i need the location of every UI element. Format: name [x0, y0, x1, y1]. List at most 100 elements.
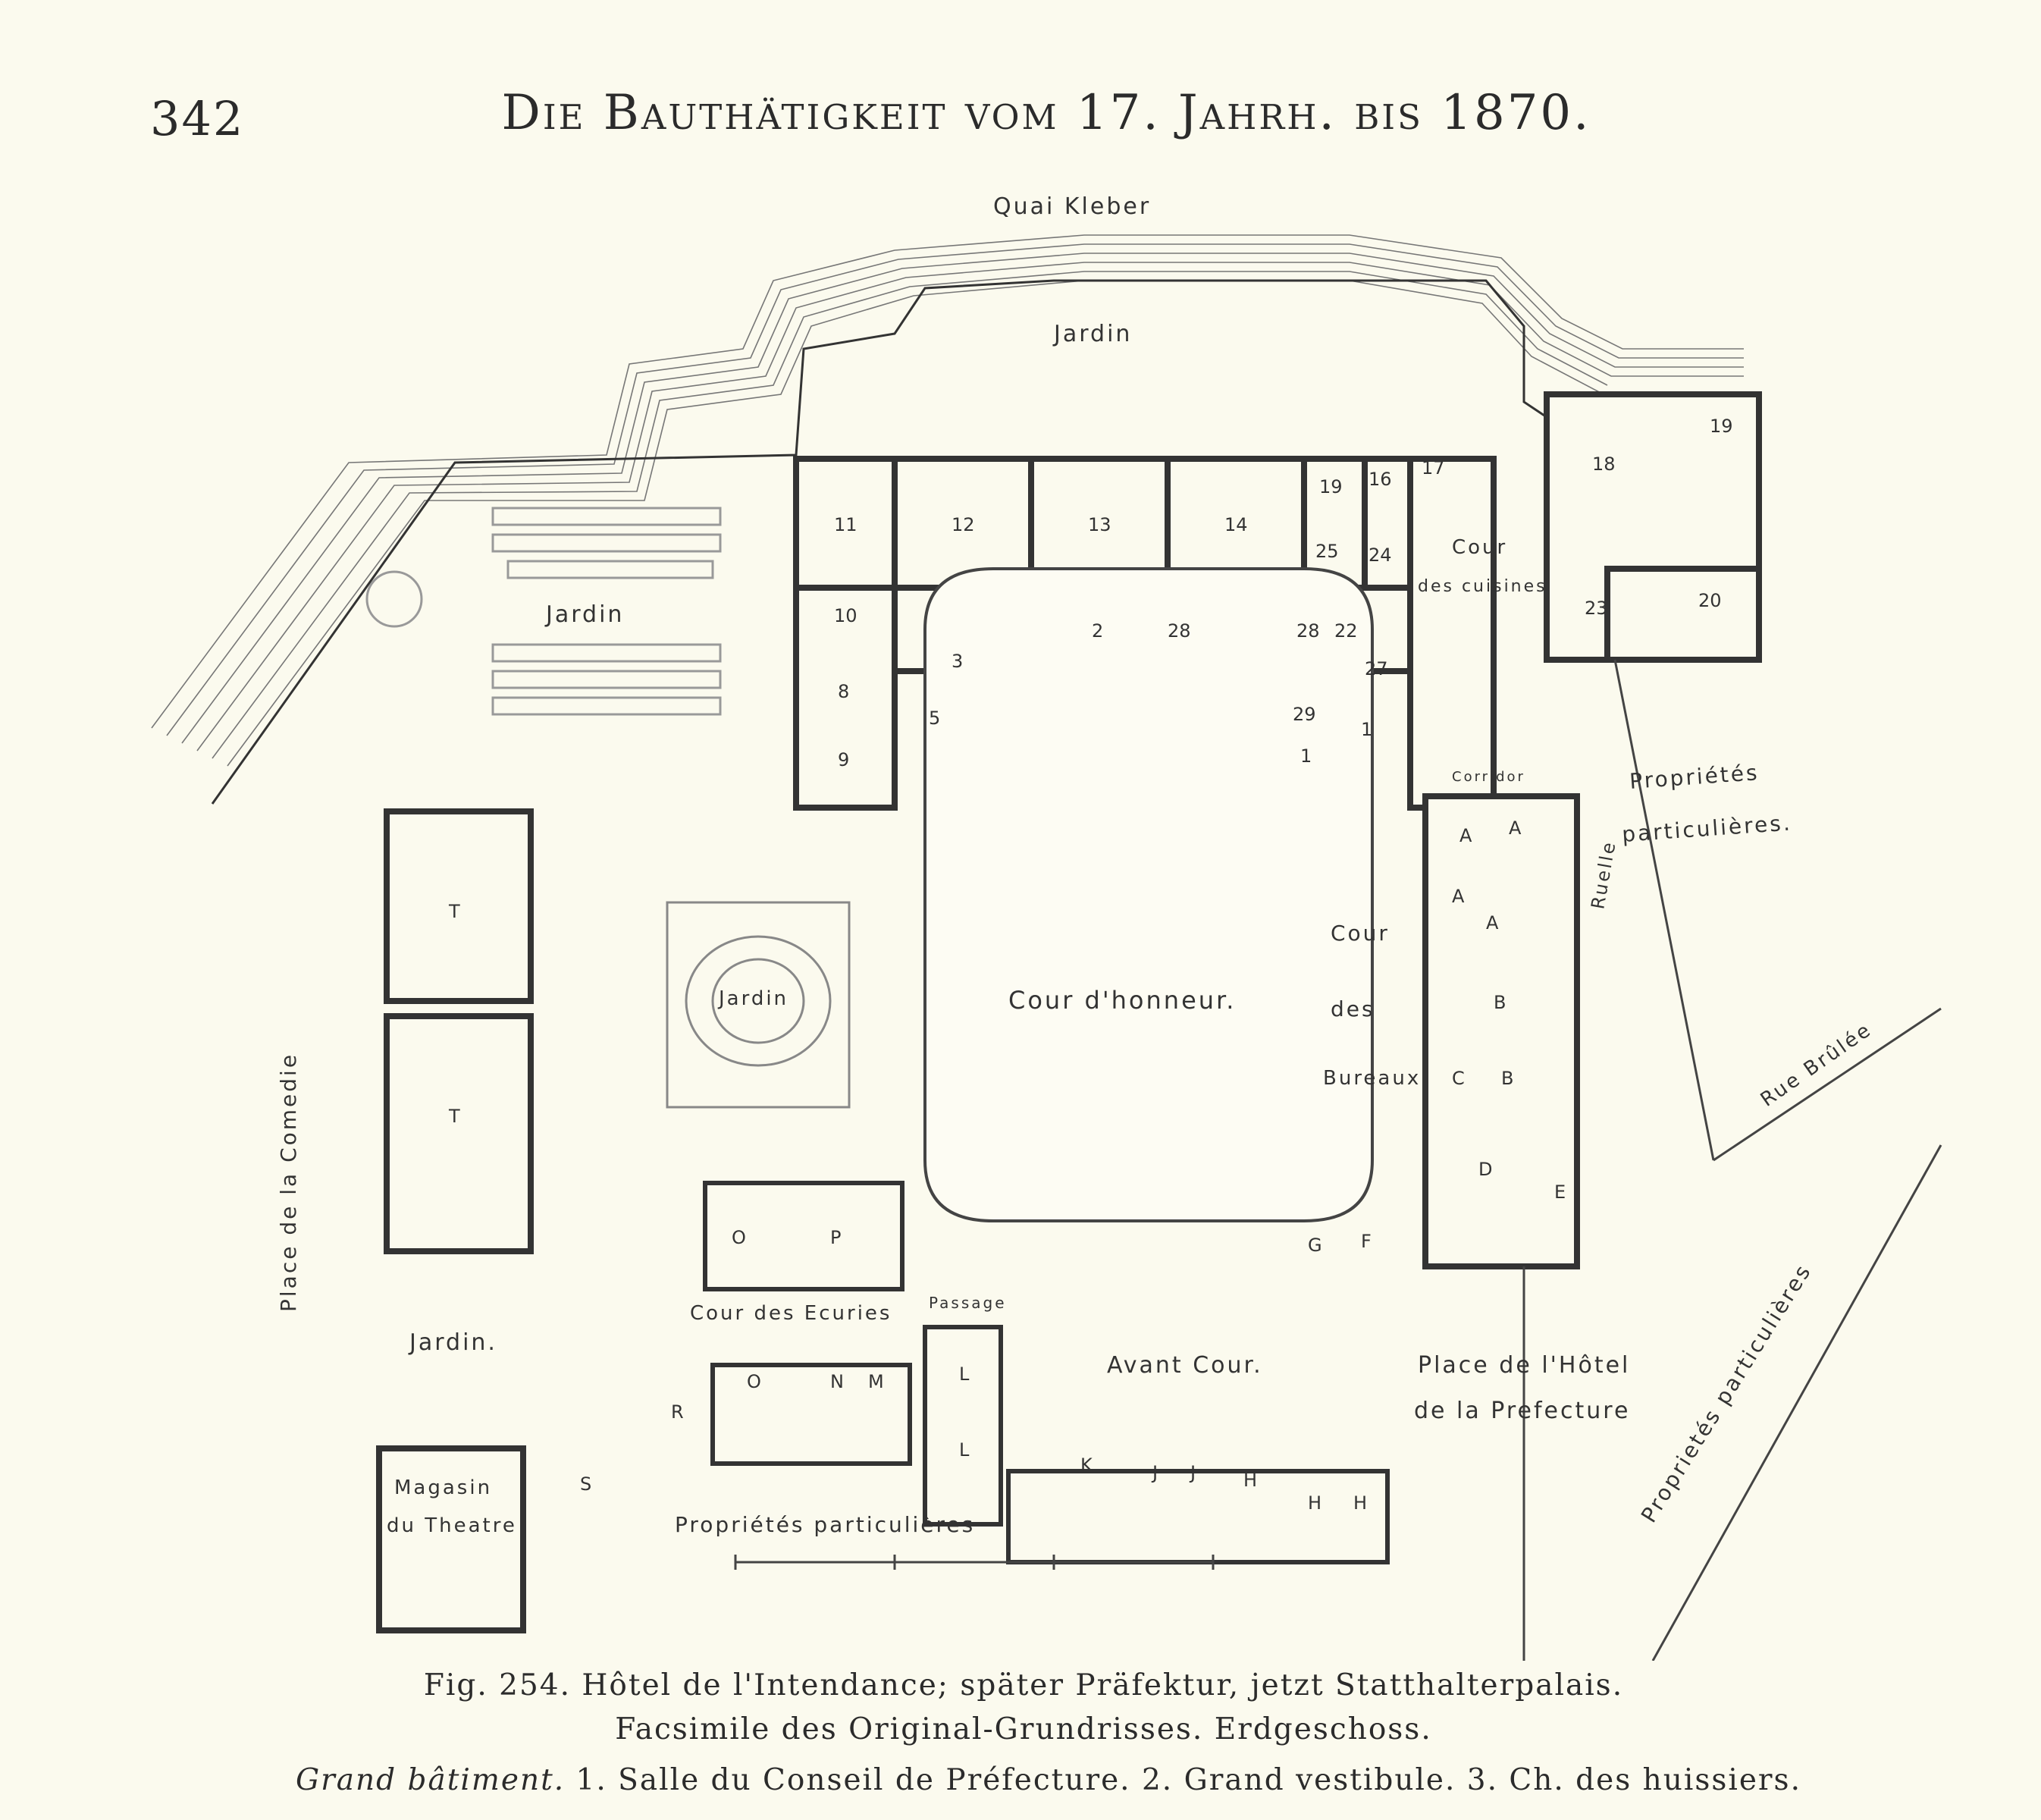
- label-proprietes-right-1: Propriétés: [1629, 760, 1760, 794]
- site-outline: [211, 279, 1547, 805]
- room-C: C: [1452, 1068, 1465, 1089]
- room-B1: B: [1494, 992, 1506, 1013]
- room-19a: 19: [1319, 476, 1343, 497]
- room-25: 25: [1315, 541, 1339, 562]
- cour-honneur-outline: [923, 567, 1374, 1222]
- room-A3: A: [1452, 886, 1465, 907]
- room-A4: A: [1486, 912, 1499, 934]
- figure-subcaption: Facsimile des Original-Grundrisses. Erdg…: [615, 1712, 1432, 1746]
- room-9: 9: [838, 749, 849, 770]
- room-L2: L: [959, 1439, 970, 1461]
- room-O2: O: [747, 1371, 761, 1392]
- label-corridor: Corridor: [1452, 769, 1525, 785]
- room-B2: B: [1501, 1068, 1513, 1089]
- room-H2: H: [1308, 1492, 1321, 1514]
- label-cour-bureaux-2: des: [1331, 996, 1375, 1021]
- room-G: G: [1308, 1235, 1322, 1256]
- room-E: E: [1554, 1181, 1566, 1203]
- room-S: S: [580, 1473, 591, 1495]
- room-17: 17: [1422, 457, 1445, 479]
- label-place-comedie: Place de la Comedie: [276, 1053, 301, 1312]
- legend-heading: Grand bâtiment.: [296, 1763, 566, 1797]
- garden-beds: [365, 507, 722, 716]
- room-H1: H: [1243, 1470, 1257, 1491]
- parterre-garden: [666, 901, 851, 1109]
- room-22: 22: [1334, 620, 1358, 642]
- room-P: P: [830, 1227, 841, 1248]
- label-place-hotel-1: Place de l'Hôtel: [1418, 1352, 1630, 1379]
- label-magasin-1: Magasin: [394, 1476, 492, 1499]
- label-jardin-top: Jardin: [1052, 321, 1132, 347]
- label-cour-bureaux-3: Bureaux: [1323, 1067, 1421, 1090]
- room-3: 3: [952, 651, 963, 672]
- label-jardin-lower: Jardin.: [408, 1329, 497, 1356]
- label-proprietes-diagonal: Proprietés particulières: [1636, 1259, 1817, 1527]
- room-K: K: [1080, 1454, 1093, 1476]
- quay-embankment: [151, 234, 1744, 767]
- floor-plan: Quai Kleber Jardin Jardin Jardin Jardin.…: [136, 174, 1971, 1661]
- room-numbers: 11 12 13 14 19 16 17 18 19 23 20 25 24 1…: [834, 416, 1733, 770]
- scale-bar: [734, 1555, 1215, 1570]
- stables-wing: [703, 1181, 1390, 1564]
- label-cour-bureaux-1: Cour: [1331, 921, 1390, 946]
- room-27: 27: [1365, 658, 1388, 679]
- room-letters: T T A A A A B B C D E O P O N M R L L S …: [448, 817, 1566, 1514]
- room-16: 16: [1369, 469, 1392, 490]
- label-quai-kleber: Quai Kleber: [993, 193, 1151, 220]
- room-H3: H: [1353, 1492, 1367, 1514]
- legend-items: 1. Salle du Conseil de Préfecture. 2. Gr…: [575, 1763, 1801, 1797]
- label-cour-cuisines-1: Cour: [1452, 536, 1507, 559]
- bureaux-wing: [1422, 793, 1580, 1269]
- label-proprietes-right-2: particulières.: [1621, 810, 1793, 847]
- street-lines: [1522, 659, 1942, 1661]
- legend-line: Grand bâtiment. 1. Salle du Conseil de P…: [296, 1763, 2002, 1797]
- room-28b: 28: [1296, 620, 1320, 642]
- floor-plan-drawing: Quai Kleber Jardin Jardin Jardin Jardin.…: [151, 193, 1942, 1661]
- room-23: 23: [1585, 598, 1608, 619]
- room-A1: A: [1459, 825, 1472, 846]
- room-29: 29: [1293, 704, 1316, 725]
- label-place-hotel-2: de la Prefecture: [1414, 1398, 1630, 1424]
- room-8: 8: [838, 681, 849, 702]
- room-1b: 1: [1300, 745, 1312, 767]
- label-cour-honneur: Cour d'honneur.: [1008, 986, 1236, 1015]
- room-14: 14: [1224, 514, 1248, 535]
- room-J2: J: [1189, 1462, 1196, 1483]
- kitchen-wing: [1544, 391, 1762, 663]
- room-28a: 28: [1168, 620, 1191, 642]
- room-R: R: [671, 1401, 684, 1423]
- room-13: 13: [1088, 514, 1111, 535]
- room-19b: 19: [1710, 416, 1733, 437]
- room-F: F: [1361, 1231, 1372, 1252]
- label-proprietes-bottom: Propriétés particulières: [675, 1512, 975, 1537]
- room-20: 20: [1698, 590, 1722, 611]
- room-T1: T: [448, 901, 460, 922]
- label-passage: Passage: [929, 1294, 1007, 1312]
- room-O1: O: [732, 1227, 746, 1248]
- room-24: 24: [1369, 544, 1392, 566]
- label-cour-cuisines-2: des cuisines: [1418, 577, 1547, 596]
- room-D: D: [1478, 1159, 1492, 1180]
- room-J1: J: [1151, 1462, 1158, 1483]
- room-2: 2: [1092, 620, 1103, 642]
- label-jardin-left: Jardin: [544, 601, 624, 628]
- room-L1: L: [959, 1363, 970, 1385]
- room-18: 18: [1592, 453, 1616, 475]
- room-5: 5: [929, 708, 940, 729]
- room-11: 11: [834, 514, 857, 535]
- label-jardin-center: Jardin: [717, 987, 788, 1010]
- label-avant-cour: Avant Cour.: [1107, 1352, 1263, 1379]
- room-12: 12: [952, 514, 975, 535]
- theatre-wing: [376, 808, 534, 1633]
- running-title: Die Bauthätigkeit vom 17. Jahrh. bis 187…: [501, 85, 1591, 141]
- page-number: 342: [150, 91, 245, 146]
- room-A2: A: [1509, 817, 1522, 839]
- room-T2: T: [448, 1106, 460, 1127]
- room-1a: 1: [1361, 719, 1372, 740]
- label-magasin-2: du Theatre: [387, 1514, 517, 1537]
- label-ruelle: Ruelle: [1587, 839, 1619, 911]
- room-10: 10: [834, 605, 857, 626]
- label-cour-ecuries: Cour des Ecuries: [690, 1302, 892, 1325]
- room-M: M: [868, 1371, 884, 1392]
- room-N: N: [830, 1371, 844, 1392]
